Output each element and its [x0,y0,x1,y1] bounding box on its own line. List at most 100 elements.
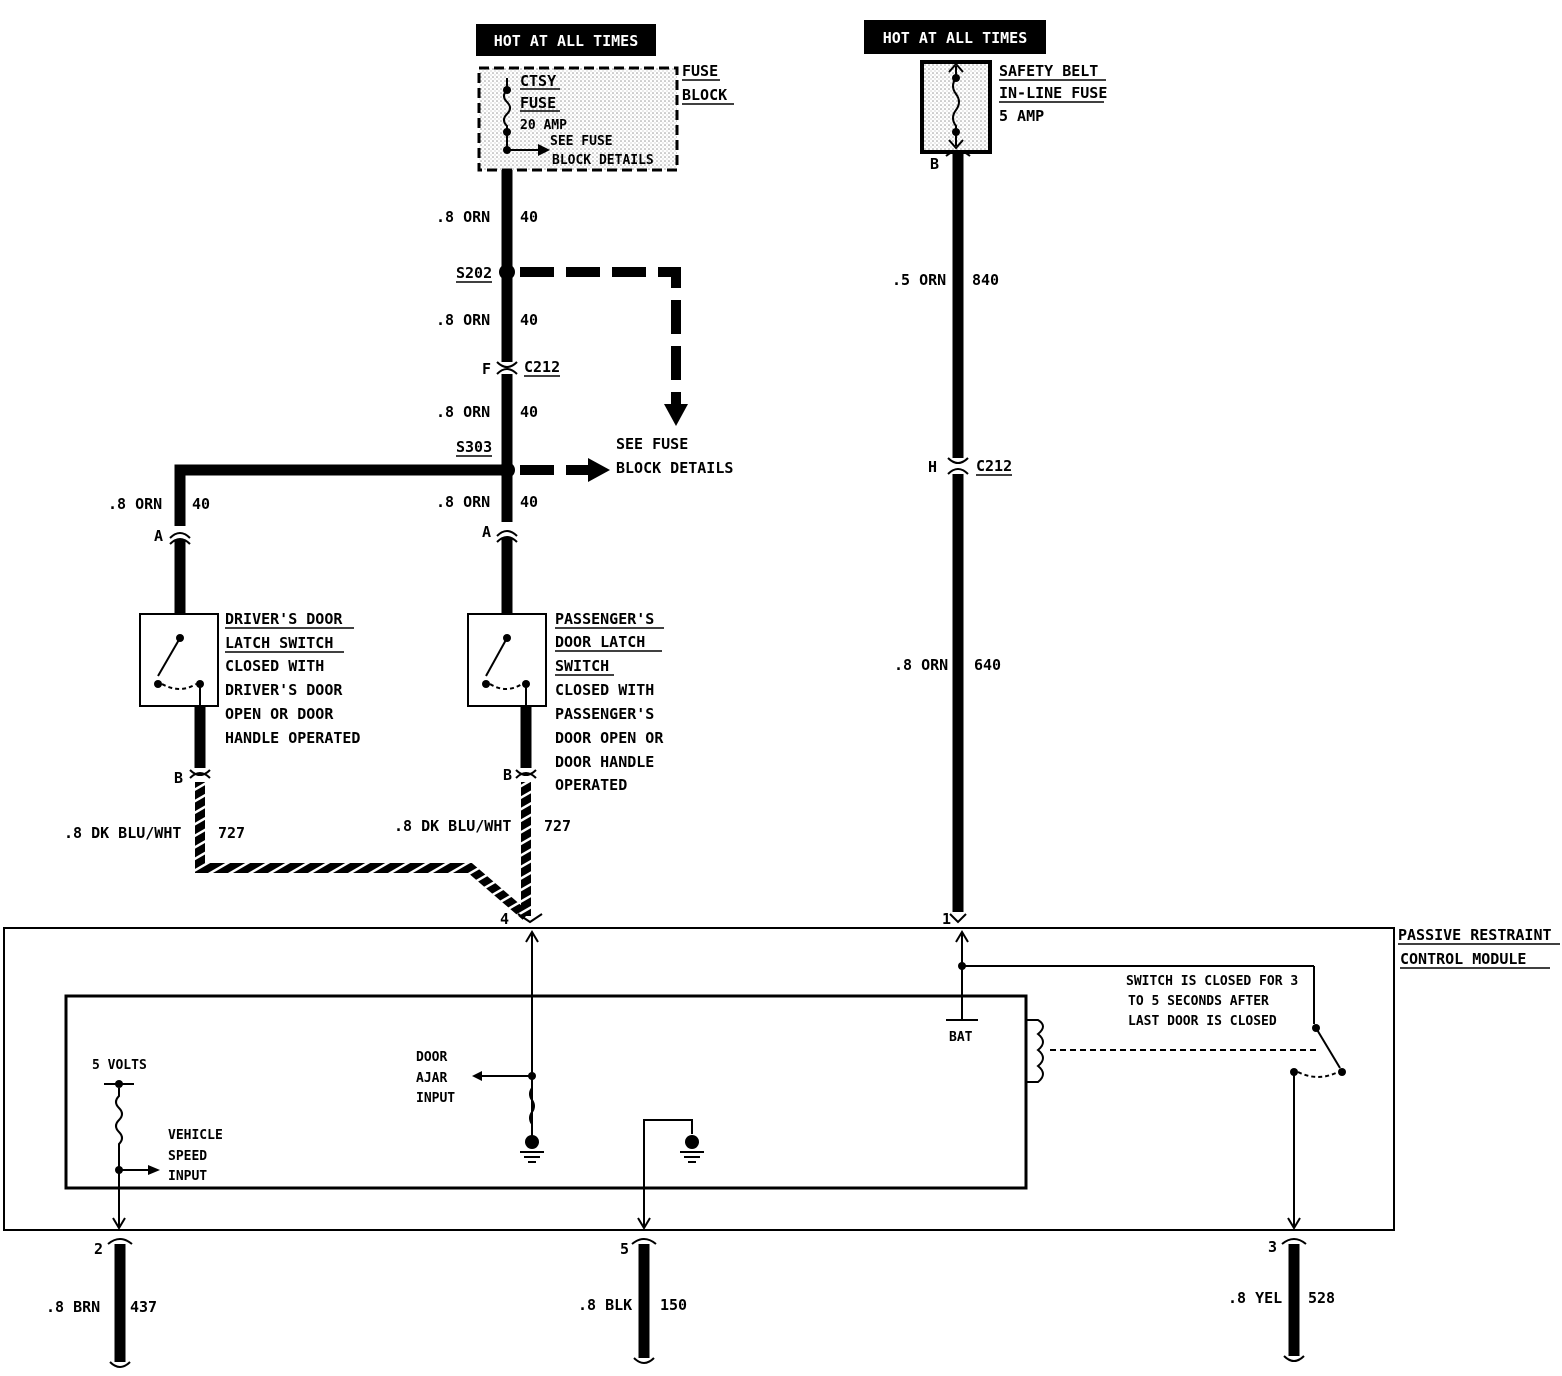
circuit-40-driver-branch [174,464,507,614]
relay-coil [1026,1019,1320,1083]
svg-text:B: B [174,769,183,787]
hot-at-all-times-right-header: HOT AT ALL TIMES [864,20,1046,54]
svg-text:.8 ORN: .8 ORN [436,208,490,226]
svg-text:DOOR LATCH: DOOR LATCH [555,633,645,651]
svg-text:640: 640 [974,656,1001,674]
svg-text:20 AMP: 20 AMP [520,118,567,133]
svg-text:2: 2 [94,1240,103,1258]
module-ground-circuit [637,1119,704,1230]
svg-text:DRIVER'S DOOR: DRIVER'S DOOR [225,681,343,699]
svg-text:H: H [928,458,937,476]
svg-text:.8 YEL: .8 YEL [1228,1289,1282,1307]
svg-text:C212: C212 [976,457,1012,475]
connector-driver-a [169,532,191,545]
circuit-40-trunk [499,170,515,614]
ctsy-fuse-symbol-icon [503,78,511,150]
svg-text:PASSIVE RESTRAINT: PASSIVE RESTRAINT [1398,926,1552,944]
svg-text:PASSENGER'S: PASSENGER'S [555,705,654,723]
svg-text:.5 ORN: .5 ORN [892,271,946,289]
vehicle-speed-circuit [104,1080,160,1230]
svg-text:.8 DK BLU/WHT: .8 DK BLU/WHT [394,817,511,835]
svg-text:SWITCH: SWITCH [555,657,609,675]
svg-text:S202: S202 [456,264,492,282]
svg-text:SEE FUSE: SEE FUSE [616,435,688,453]
ground-icon [685,1135,699,1149]
svg-text:OPERATED: OPERATED [555,776,627,794]
svg-text:CONTROL MODULE: CONTROL MODULE [1400,950,1526,968]
svg-text:FUSE: FUSE [520,94,556,112]
svg-text:S303: S303 [456,438,492,456]
fuse-block: CTSY FUSE 20 AMP SEE FUSE BLOCK DETAILS [477,66,679,172]
svg-text:IN-LINE FUSE: IN-LINE FUSE [999,84,1107,102]
module-labels: 4 1 2 5 3 BAT 5 VOLTS DOOR AJAR INPUT VE… [92,910,1298,1258]
svg-text:1: 1 [942,910,951,928]
svg-text:40: 40 [520,311,538,329]
svg-text:HOT AT ALL TIMES: HOT AT ALL TIMES [494,32,639,50]
relay-switch [1287,1024,1346,1230]
svg-text:DRIVER'S DOOR: DRIVER'S DOOR [225,610,343,628]
svg-text:5 AMP: 5 AMP [999,107,1044,125]
svg-text:437: 437 [130,1298,157,1316]
svg-text:SPEED: SPEED [168,1149,207,1164]
svg-text:4: 4 [500,910,509,928]
svg-text:BLOCK: BLOCK [682,86,727,104]
vss-resistor-icon [115,1088,123,1228]
svg-text:VEHICLE: VEHICLE [168,1128,223,1143]
fuse-block-title: FUSE BLOCK [682,62,734,105]
svg-text:HANDLE OPERATED: HANDLE OPERATED [225,729,360,747]
svg-text:CTSY: CTSY [520,72,556,90]
driver-door-latch-switch [139,613,219,707]
svg-text:INPUT: INPUT [168,1169,207,1184]
driver-switch-label: DRIVER'S DOOR LATCH SWITCH CLOSED WITH D… [225,610,360,747]
svg-text:840: 840 [972,271,999,289]
svg-text:DOOR: DOOR [416,1050,447,1065]
svg-text:LAST DOOR IS CLOSED: LAST DOOR IS CLOSED [1128,1014,1277,1029]
connector-passenger-a [496,530,518,543]
svg-text:.8 BRN: .8 BRN [46,1298,100,1316]
svg-text:BAT: BAT [949,1030,973,1045]
bottom-wires [107,1238,1307,1368]
svg-text:727: 727 [544,817,571,835]
svg-text:A: A [482,523,491,541]
splice-s202 [499,264,515,280]
svg-text:.8 ORN: .8 ORN [436,311,490,329]
pullup-resistor-icon [529,1087,535,1130]
module-pin-4 [472,913,544,1163]
svg-text:528: 528 [1308,1289,1335,1307]
svg-text:DOOR HANDLE: DOOR HANDLE [555,753,654,771]
svg-text:C212: C212 [524,358,560,376]
svg-text:F: F [482,360,491,378]
svg-text:40: 40 [520,403,538,421]
svg-text:150: 150 [660,1296,687,1314]
circuit-727-wires [189,706,537,920]
svg-text:SEE FUSE: SEE FUSE [550,134,613,149]
fuse-block-dashed-paths [520,267,688,482]
svg-text:TO 5 SECONDS AFTER: TO 5 SECONDS AFTER [1128,994,1269,1009]
inline-fuse-symbol-icon [952,66,960,146]
svg-text:CLOSED WITH: CLOSED WITH [225,657,324,675]
svg-text:40: 40 [192,495,210,513]
wire-labels: .8 ORN 40 .8 ORN 40 .8 ORN 40 .8 ORN 40 … [46,208,1335,1316]
svg-text:.8 ORN: .8 ORN [436,493,490,511]
svg-text:.8 ORN: .8 ORN [436,403,490,421]
hot-at-all-times-left-header: HOT AT ALL TIMES [476,24,656,56]
svg-text:BLOCK DETAILS: BLOCK DETAILS [616,459,733,477]
passenger-door-latch-switch [467,613,547,707]
svg-text:SWITCH IS CLOSED FOR 3: SWITCH IS CLOSED FOR 3 [1126,974,1298,989]
svg-text:PASSENGER'S: PASSENGER'S [555,610,654,628]
passenger-switch-label: PASSENGER'S DOOR LATCH SWITCH CLOSED WIT… [555,610,664,794]
ground-icon [525,1135,539,1149]
connector-c212-f [496,361,518,375]
svg-text:40: 40 [520,208,538,226]
svg-text:BLOCK DETAILS: BLOCK DETAILS [552,153,654,168]
svg-text:B: B [503,766,512,784]
svg-text:.8 ORN: .8 ORN [894,656,948,674]
svg-text:40: 40 [520,493,538,511]
svg-text:727: 727 [218,824,245,842]
svg-text:.8 BLK: .8 BLK [578,1296,632,1314]
svg-text:INPUT: INPUT [416,1091,455,1106]
module-pin-1 [946,913,1315,1024]
svg-text:B: B [930,155,939,173]
svg-text:DOOR OPEN OR: DOOR OPEN OR [555,729,664,747]
passive-restraint-control-module: PASSIVE RESTRAINT CONTROL MODULE [3,926,1560,1231]
